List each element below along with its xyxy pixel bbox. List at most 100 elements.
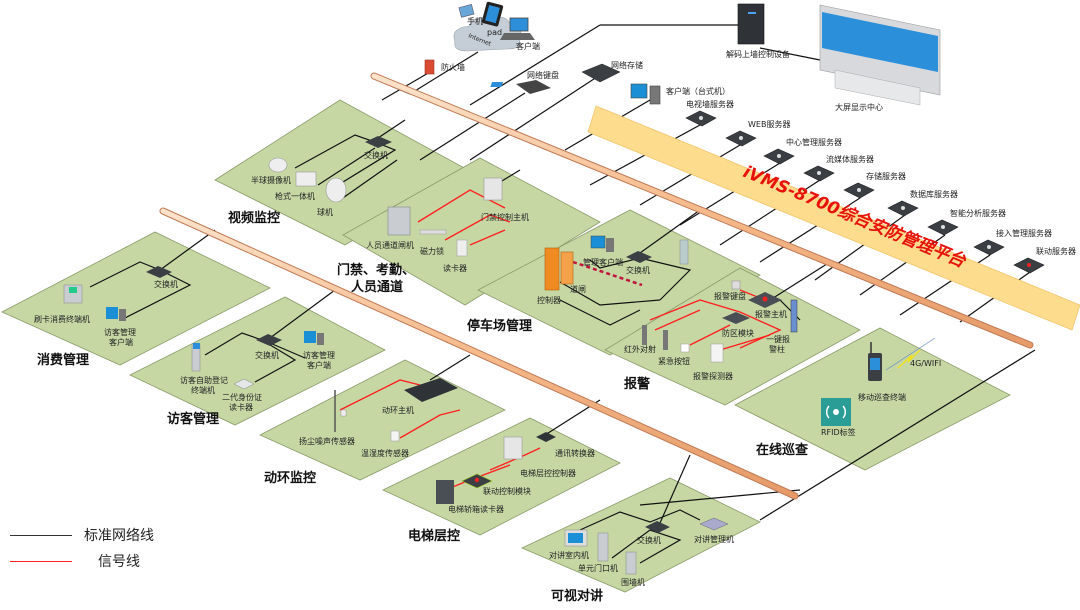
- ptz-camera-icon: [325, 177, 347, 203]
- intercom-zone-title: 可视对讲: [551, 588, 603, 604]
- parking-switch-icon: [626, 251, 652, 263]
- server-label: 流媒体服务器: [826, 154, 874, 164]
- network-keyboard-icon: [516, 80, 551, 94]
- indoor-monitor-label: 对讲室内机: [549, 550, 589, 560]
- zone-video-devices: 交换机 半球摄像机 枪式一体机 球机 视频监控: [228, 136, 392, 226]
- magnetic-lock-label: 磁力锁: [420, 246, 444, 256]
- server-emblem-icon: [987, 245, 991, 249]
- parking-client-tower-icon: [606, 238, 614, 252]
- firewall-label: 防火墙: [441, 62, 465, 72]
- zone-intercom: [521, 477, 761, 593]
- zone-elevator: [382, 417, 621, 536]
- dome-camera-icon: [268, 157, 288, 173]
- server-emblem-icon: [901, 206, 905, 210]
- temp-sensor-label: 温湿度传感器: [361, 448, 409, 458]
- access-zone-title-1: 门禁、考勤、: [337, 262, 415, 278]
- floor-controller-icon: [503, 436, 523, 460]
- alarm-host-label: 报警主机: [755, 309, 787, 319]
- zone-access: [342, 157, 601, 306]
- laptop-icon: [509, 17, 529, 32]
- alarm-detector-label: 报警探测器: [693, 371, 733, 381]
- zone-env-devices: 动环主机 扬尘噪声传感器 温湿度传感器 动环监控: [264, 378, 458, 486]
- server-label: 智能分析服务器: [950, 208, 1006, 218]
- parking-zone-title: 停车场管理: [467, 318, 532, 334]
- card-reader-label: 读卡器: [443, 263, 467, 273]
- link-module-label: 联动控制模块: [483, 486, 531, 496]
- server-label: 接入管理服务器: [996, 228, 1052, 238]
- zones: [1, 99, 1011, 593]
- zone-parking-devices: 控制器 道闸 管理客户端 交换机 停车场管理: [467, 235, 689, 334]
- pos-terminal-label: 刷卡消费终端机: [34, 314, 90, 324]
- decoder-label: 解码上墙控制设备: [726, 49, 790, 59]
- visitor-switch-label: 交换机: [255, 350, 279, 360]
- zone-patrol: [734, 327, 1011, 471]
- visitor-zone-title: 访客管理: [167, 411, 219, 427]
- id-reader-label-2: 读卡器: [229, 402, 253, 412]
- consume-client-monitor-icon: [106, 307, 118, 319]
- network-keyboard-label: 网络键盘: [527, 70, 559, 80]
- server-emblem-icon: [777, 154, 781, 158]
- zone-consume-devices: 交换机 刷卡消费终端机 访客管理 客户端 消费管理: [34, 266, 178, 368]
- converter-icon: [536, 432, 556, 442]
- turnstile-gate-icon: [387, 206, 411, 236]
- server-emblem-icon: [941, 225, 945, 229]
- card-reader-icon: [456, 239, 468, 257]
- id-reader-label-1: 二代身份证: [222, 392, 262, 402]
- big-screen-label: 大屏显示中心: [835, 102, 883, 112]
- video-wall-icon: [819, 4, 941, 106]
- visitor-client-monitor-icon: [304, 331, 316, 343]
- parking-controller-icon: [544, 247, 560, 291]
- parking-client-label: 管理客户端: [583, 257, 623, 267]
- top-devices: Internet 手机 pad 客户端 防火墙 网络键盘 网络存储 客户端（台式…: [424, 1, 941, 112]
- intercom-manager-icon: [699, 517, 729, 531]
- server-emblem-icon: [699, 116, 703, 120]
- pad-label: pad: [487, 28, 502, 37]
- patrol-terminal-label: 移动巡查终端: [858, 392, 906, 402]
- barrier-gate-icon: [560, 251, 574, 285]
- visitor-client-label-2: 客户端: [307, 360, 331, 370]
- video-zone-title: 视频监控: [228, 210, 280, 226]
- parking-client-monitor-icon: [590, 235, 606, 249]
- server-label: 存储服务器: [866, 171, 906, 181]
- platform-banner-text: iVMS-8700综合安防管理平台: [740, 162, 969, 272]
- server-label: 中心管理服务器: [786, 137, 842, 147]
- legend-network-swatch: [10, 534, 72, 536]
- consume-switch-icon: [146, 266, 172, 278]
- firewall-icon: [424, 59, 435, 75]
- ir-beam-label: 红外对射: [624, 344, 656, 354]
- zone-consume: [1, 231, 271, 366]
- desktop-tower-icon: [649, 85, 661, 105]
- env-host-icon: [404, 378, 458, 402]
- intercom-switch-label: 交换机: [637, 535, 661, 545]
- pos-terminal-icon: [63, 284, 83, 304]
- server-emblem-icon: [817, 171, 821, 175]
- rfid-tag-label: RFID标签: [821, 427, 856, 437]
- access-controller-label: 门禁控制主机: [481, 212, 529, 222]
- alarm-detector-icon: [710, 343, 724, 363]
- parking-controller-label: 控制器: [537, 295, 561, 305]
- car-reader-icon: [436, 480, 454, 504]
- legend-signal-swatch: [10, 560, 72, 562]
- legend: 标准网络线 信号线: [10, 522, 154, 574]
- consume-switch-label: 交换机: [154, 279, 178, 289]
- visitor-kiosk-label-2: 终端机: [191, 385, 215, 395]
- wireless-signal-icon: [897, 349, 921, 369]
- legend-signal-label: 信号线: [98, 554, 140, 570]
- zone-patrol-devices: 移动巡查终端 4G/WIFI RFID标签 在线巡查: [756, 337, 941, 458]
- zone-parking: [477, 209, 761, 356]
- unit-door-station-icon: [597, 532, 609, 562]
- id-reader-icon: [233, 378, 255, 390]
- zone-alarm-devices: 报警键盘 报警主机 防区模块 红外对射 紧急按钮 报警探测器 一键报 警柱 报警: [624, 280, 798, 392]
- laptop-client-label: 客户端: [516, 41, 540, 51]
- zone-access-devices: 人员通道闸机 磁力锁 读卡器 门禁控制主机 门禁、考勤、 人员通道: [337, 177, 529, 295]
- server-label: 联动服务器: [1036, 246, 1076, 256]
- barrier-label: 道闸: [570, 284, 586, 294]
- legend-signal: 信号线: [10, 548, 154, 574]
- temp-sensor-icon: [390, 430, 400, 442]
- alarm-keyboard-icon: [731, 280, 741, 290]
- consume-client-label-1: 访客管理: [104, 327, 136, 337]
- alarm-pillar-icon: [790, 299, 798, 333]
- elevator-zone-title: 电梯层控: [408, 528, 460, 544]
- servers: 电视墙服务器WEB服务器中心管理服务器流媒体服务器存储服务器数据库服务器智能分析…: [685, 99, 1076, 274]
